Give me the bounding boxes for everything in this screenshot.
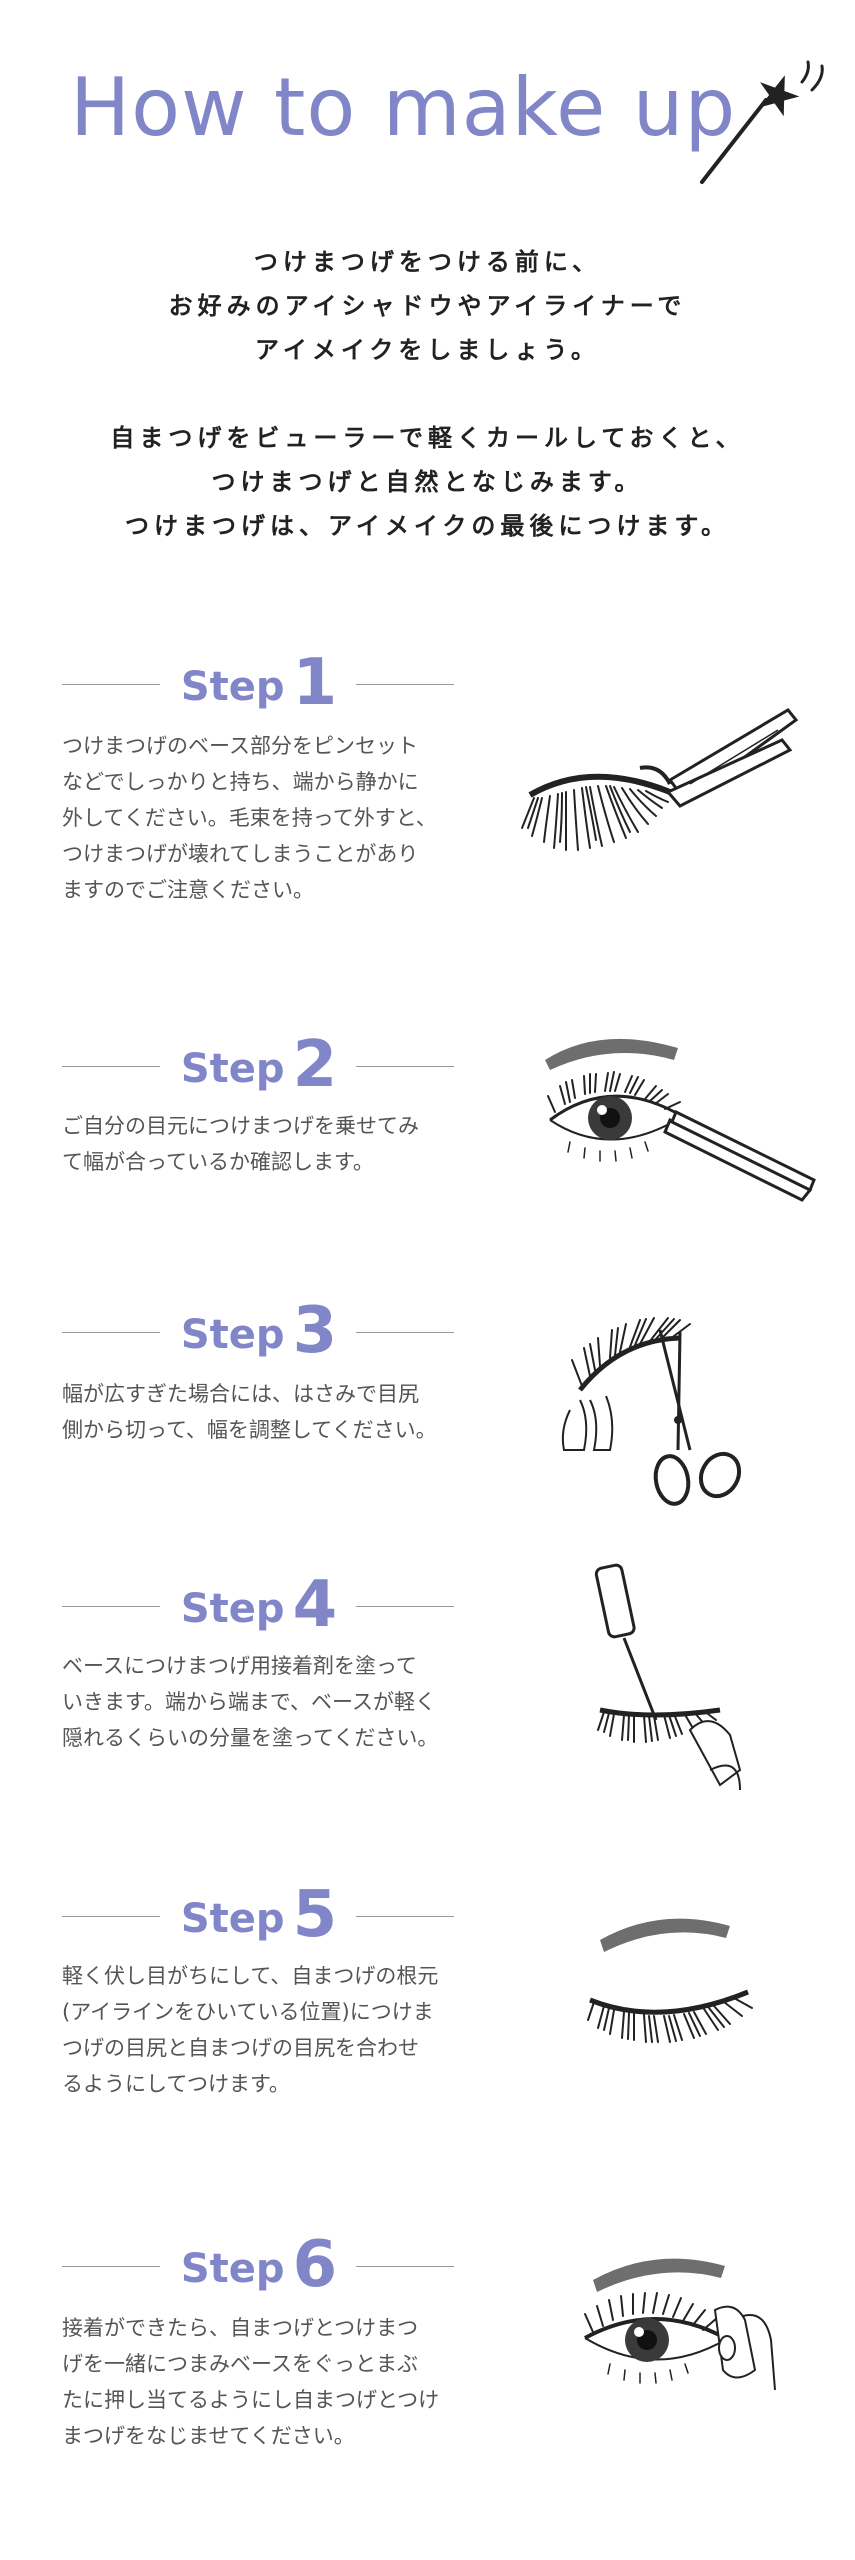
glue-brush-illustration xyxy=(594,1563,742,1791)
text-line: 軽く伏し目がちにして、自まつげの根元 xyxy=(62,1964,439,1988)
step-number: 3 xyxy=(292,1294,338,1368)
divider xyxy=(62,1916,160,1917)
divider xyxy=(62,684,160,685)
intro-line: 自まつげをビューラーで軽くカールしておくと、 xyxy=(110,424,745,452)
text-line: げを一緒につまみベースをぐっとまぶ xyxy=(62,2352,418,2376)
text-line: いきます。端から端まで、ベースが軽く xyxy=(62,1690,437,1714)
step-description: 幅が広すぎた場合には、はさみで目尻 側から切って、幅を調整してください。 xyxy=(62,1376,492,1448)
text-line: るようにしてつけます。 xyxy=(62,2072,290,2096)
closed-eye-illustration xyxy=(587,1918,753,2043)
text-line: ベースにつけまつげ用接着剤を塗って xyxy=(62,1654,417,1678)
divider xyxy=(356,1606,454,1607)
text-line: たに押し当てるようにし自まつげとつけ xyxy=(62,2388,440,2412)
text-line: 隠れるくらいの分量を塗ってください。 xyxy=(62,1726,439,1750)
tweezers-lash-illustration xyxy=(521,708,799,851)
text-line: (アイラインをひいている位置)につけま xyxy=(62,2000,434,2024)
eye-pressing-lash-illustration xyxy=(584,2258,776,2391)
step-description: ベースにつけまつげ用接着剤を塗って いきます。端から端まで、ベースが軽く 隠れる… xyxy=(62,1648,492,1756)
text-line: 側から切って、幅を調整してください。 xyxy=(62,1418,437,1442)
intro-line: つけまつげをつける前に、 xyxy=(253,248,602,276)
step-description: ご自分の目元につけまつげを乗せてみ て幅が合っているか確認します。 xyxy=(62,1108,492,1180)
intro-line: つけまつげと自然となじみます。 xyxy=(211,468,644,496)
step-word: Step xyxy=(180,1586,285,1632)
text-line: て幅が合っているか確認します。 xyxy=(62,1150,374,1174)
text-line: などでしっかりと持ち、端から静かに xyxy=(62,770,419,794)
divider xyxy=(62,1066,160,1067)
step-number: 6 xyxy=(292,2228,338,2302)
page-title: How to make up xyxy=(70,61,737,154)
divider xyxy=(62,1332,160,1333)
intro-line: つけまつげは、アイメイクの最後につけます。 xyxy=(125,512,730,540)
divider xyxy=(356,2266,454,2267)
intro-line: アイメイクをしましょう。 xyxy=(255,336,600,364)
text-line: つげの目尻と自まつげの目尻を合わせ xyxy=(62,2036,419,2060)
step-description: 軽く伏し目がちにして、自まつげの根元 (アイラインをひいている位置)につけま つ… xyxy=(62,1958,492,2102)
text-line: まつげをなじませてください。 xyxy=(62,2424,355,2448)
divider xyxy=(62,1606,160,1607)
text-line: つけまつげが壊れてしまうことがあり xyxy=(62,842,419,866)
step-number: 4 xyxy=(292,1568,338,1642)
step-number: 2 xyxy=(292,1028,338,1102)
step-number: 1 xyxy=(292,646,338,720)
step-description: 接着ができたら、自まつげとつけまつ げを一緒につまみベースをぐっとまぶ たに押し… xyxy=(62,2310,492,2454)
divider xyxy=(356,1332,454,1333)
text-line: ご自分の目元につけまつげを乗せてみ xyxy=(62,1114,419,1138)
text-line: 外してください。毛束を持って外すと、 xyxy=(62,806,437,830)
divider xyxy=(62,2266,160,2267)
magic-wand-icon xyxy=(700,60,824,184)
scissors-trimming-lash-illustration xyxy=(561,1317,742,1506)
eye-with-tweezers-illustration xyxy=(545,1038,816,1202)
text-line: 幅が広すぎた場合には、はさみで目尻 xyxy=(62,1382,419,1406)
step-word: Step xyxy=(180,1896,285,1942)
step-word: Step xyxy=(180,1046,285,1092)
text-line: つけまつげのベース部分をピンセット xyxy=(62,734,418,758)
divider xyxy=(356,684,454,685)
divider xyxy=(356,1066,454,1067)
step-word: Step xyxy=(180,2246,285,2292)
intro-line: お好みのアイシャドウやアイライナーで xyxy=(168,292,687,320)
step-number: 5 xyxy=(292,1878,338,1952)
step-word: Step xyxy=(180,1312,285,1358)
step-word: Step xyxy=(180,664,285,710)
intro-paragraph-1: つけまつげをつける前に、 お好みのアイシャドウやアイライナーで アイメイクをしま… xyxy=(0,240,855,372)
intro-paragraph-2: 自まつげをビューラーで軽くカールしておくと、 つけまつげと自然となじみます。 つ… xyxy=(0,416,855,548)
text-line: 接着ができたら、自まつげとつけまつ xyxy=(62,2316,419,2340)
text-line: ますのでご注意ください。 xyxy=(62,878,314,902)
divider xyxy=(356,1916,454,1917)
step-description: つけまつげのベース部分をピンセット などでしっかりと持ち、端から静かに 外してく… xyxy=(62,728,492,908)
